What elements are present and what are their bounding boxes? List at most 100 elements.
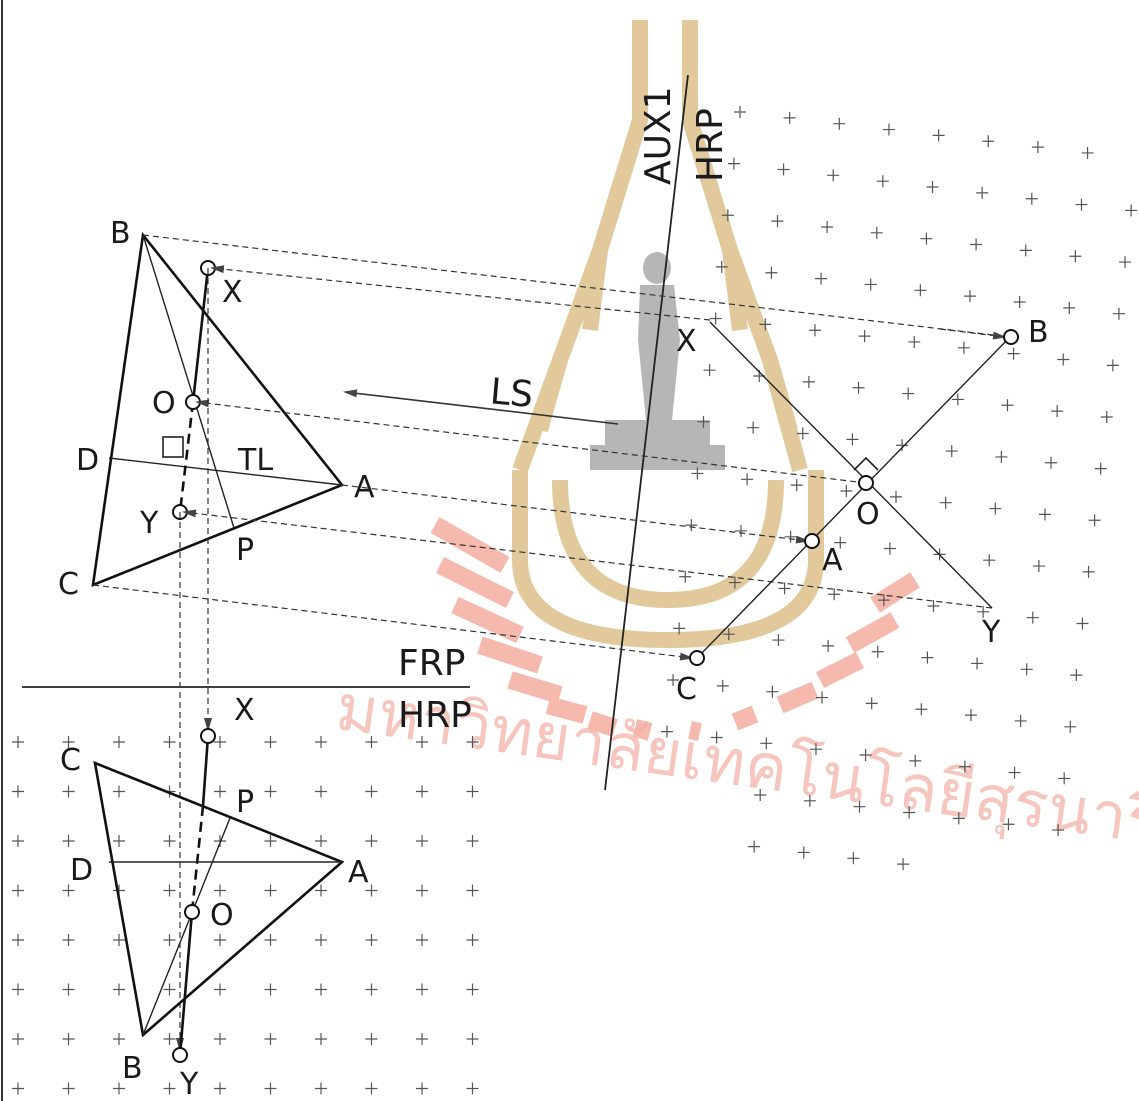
top-label-y: Y: [179, 1067, 199, 1101]
grid-marker: [1082, 565, 1095, 578]
grid-marker: [790, 479, 803, 492]
grid-marker: [926, 181, 939, 194]
grid-marker: [1076, 617, 1089, 630]
grid-marker: [214, 934, 226, 946]
grid-marker: [754, 788, 767, 801]
hrp-label-bottom: HRP: [398, 695, 472, 736]
grid-marker: [734, 106, 746, 118]
grid-marker: [1007, 347, 1020, 360]
grid-marker: [113, 736, 125, 748]
grid-marker: [315, 1082, 327, 1095]
grid-marker: [365, 1082, 378, 1095]
grid-marker: [113, 785, 125, 798]
grid-marker: [914, 284, 927, 297]
top-label-d: D: [70, 853, 93, 888]
top-label-o: O: [210, 898, 234, 933]
grid-marker: [995, 450, 1008, 463]
grid-marker: [703, 364, 716, 377]
grid-marker: [870, 226, 883, 239]
grid-marker: [163, 983, 176, 996]
top-edge-b-p: [142, 817, 231, 1036]
grid-marker: [957, 341, 970, 354]
aux-label-b: B: [1028, 315, 1049, 350]
grid-marker: [1057, 353, 1070, 366]
front-label-b: B: [110, 216, 131, 251]
grid-marker: [852, 381, 865, 394]
grid-marker: [864, 278, 877, 291]
grid-marker: [760, 737, 773, 750]
top-line-xo: [201, 735, 210, 807]
grid-marker: [163, 934, 176, 946]
projector-c: [92, 584, 694, 661]
grid-marker: [915, 703, 928, 716]
grid-marker: [816, 691, 829, 704]
grid-marker: [264, 835, 277, 847]
grid-marker: [416, 1033, 428, 1045]
grid-marker: [365, 736, 378, 748]
top-point-x: [200, 728, 216, 744]
grid-marker: [833, 117, 846, 130]
grid-marker: [163, 1033, 176, 1045]
grid-marker: [12, 934, 24, 946]
front-view: B X O D TL A Y P C: [58, 216, 375, 602]
grid-marker: [12, 983, 24, 996]
grid-marker: [697, 415, 710, 428]
front-line-xo: [191, 267, 210, 403]
grid-marker: [977, 605, 990, 618]
grid-marker: [759, 318, 772, 331]
grid-marker: [214, 1033, 226, 1045]
grid-marker: [685, 519, 698, 532]
grid-marker: [365, 835, 378, 847]
top-label-c: C: [60, 743, 81, 778]
grid-marker: [466, 884, 479, 897]
grid-marker: [466, 736, 479, 748]
grid-marker: [945, 445, 958, 458]
grid-marker: [853, 800, 866, 813]
grid-marker: [1020, 663, 1033, 676]
frp-label: FRP: [398, 643, 465, 684]
grid-marker: [728, 576, 741, 589]
grid-marker: [62, 934, 75, 946]
grid-marker: [722, 628, 735, 641]
grid-marker: [466, 983, 479, 996]
grid-marker: [12, 884, 24, 897]
grid-marker: [958, 760, 971, 773]
grid-marker: [883, 542, 896, 555]
grid-marker: [264, 934, 277, 946]
top-line-oy-hidden: [190, 805, 205, 913]
grid-marker: [897, 858, 910, 871]
grid-marker: [766, 685, 779, 698]
grid-marker: [264, 1033, 277, 1045]
grid-marker: [62, 736, 75, 748]
grid-marker: [264, 983, 277, 996]
aux-point-b: [1003, 329, 1019, 345]
grid-marker: [859, 749, 872, 762]
projection-lines: [92, 234, 1011, 1052]
watermark-statue: [590, 252, 725, 470]
grid-marker: [1026, 611, 1039, 624]
grid-marker: [834, 536, 847, 549]
grid-marker: [113, 1082, 125, 1095]
grid-marker: [365, 785, 378, 798]
watermark-fan: [430, 517, 920, 741]
grid-marker: [691, 467, 704, 480]
grid-marker: [113, 835, 125, 847]
grid-marker: [1081, 146, 1094, 159]
aux-point-a: [804, 533, 820, 549]
top-view-triangle: [93, 760, 345, 1038]
front-view-triangle: [91, 231, 345, 588]
grid-marker: [1106, 359, 1119, 372]
grid-marker: [741, 473, 754, 486]
grid-marker: [976, 186, 989, 199]
grid-marker: [214, 983, 226, 996]
grid-marker: [1045, 456, 1058, 469]
grid-marker: [909, 754, 922, 767]
grid-marker: [772, 634, 785, 647]
grid-marker: [865, 697, 878, 710]
grid-marker: [1019, 244, 1032, 257]
aux-label-o: O: [856, 497, 880, 532]
grid-marker: [673, 622, 686, 635]
grid-marker: [679, 570, 692, 583]
grid-marker: [989, 502, 1002, 515]
grid-marker: [12, 785, 24, 798]
